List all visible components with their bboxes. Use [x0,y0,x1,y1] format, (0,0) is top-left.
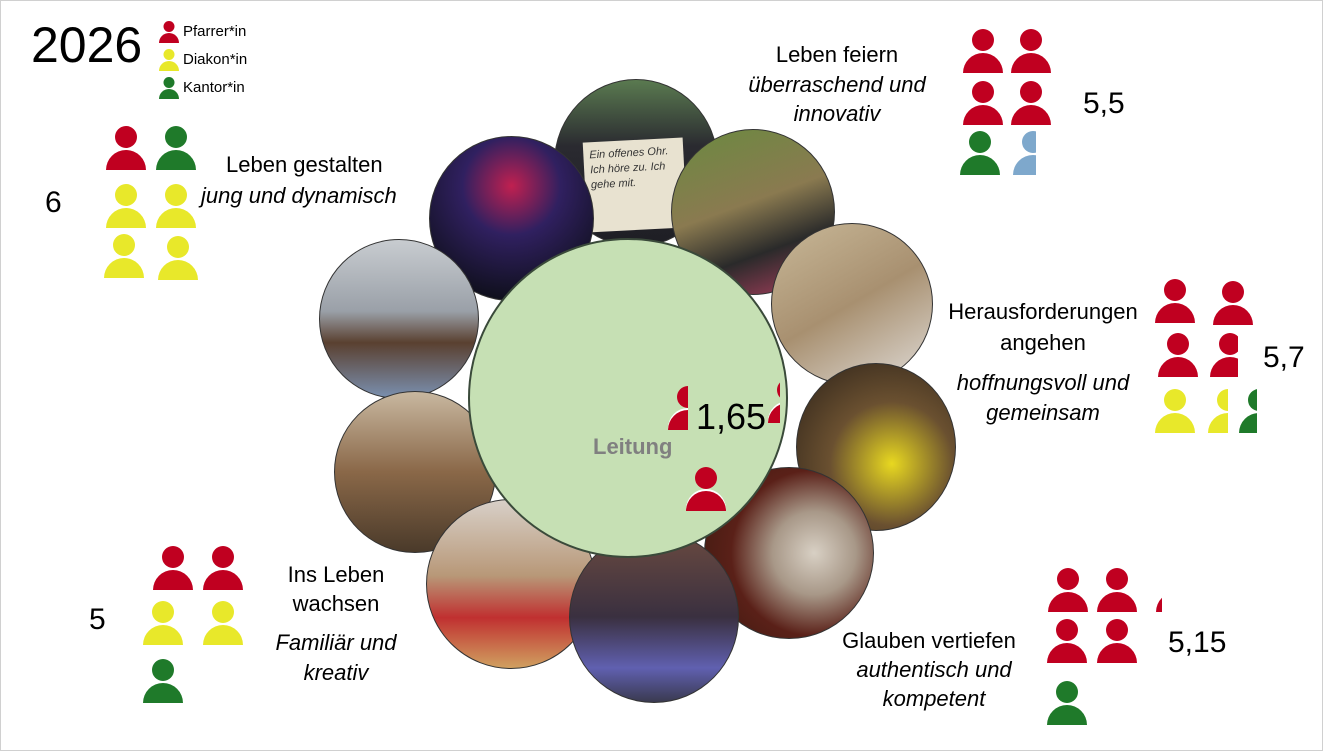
person-icon-partial [766,379,780,423]
person-icon-partial [1011,131,1036,175]
photo-home [319,239,479,399]
person-icon-partial [1237,389,1257,433]
person-icon-partial [1208,333,1238,377]
person-icon [154,126,198,170]
photo-bed [771,223,933,385]
person-icon [684,467,728,511]
year-title: 2026 [31,17,143,73]
legend-kantor-label: Kantor*in [183,79,245,96]
legend-pfarrer-label: Pfarrer*in [183,23,247,40]
person-icon [961,29,1005,73]
glauben-value: 5,15 [1168,626,1227,659]
person-icon [104,126,148,170]
person-icon-partial [1206,389,1228,433]
person-icon [1009,29,1053,73]
feiern-title: Leben feiern [775,42,899,67]
person-icon [201,601,245,645]
person-icon [961,81,1005,125]
legend-pfarrer-icon [158,21,180,43]
glauben-title: Glauben vertiefen [842,628,1016,653]
center-value: 1,65 [696,396,767,437]
gestalten-value: 6 [45,186,62,219]
person-icon [154,184,198,228]
person-icon [151,546,195,590]
herausforderungen-title-2: angehen [1000,330,1086,355]
person-icon [156,236,200,280]
person-icon [1095,568,1139,612]
feiern-subtitle-2: innovativ [793,101,881,126]
person-icon [958,131,1002,175]
gestalten-title: Leben gestalten [226,152,383,177]
herausforderungen-value: 5,7 [1263,341,1305,374]
legend-diakon-icon [158,49,180,71]
person-icon [1211,281,1255,325]
person-icon [1156,333,1200,377]
center-circle-leitung [468,238,788,558]
glauben-subtitle-1: authentisch und [856,657,1012,682]
photo-church [569,531,739,703]
wachsen-title-2: wachsen [292,591,380,616]
gestalten-subtitle: jung und dynamisch [201,183,397,208]
person-icon [102,234,146,278]
person-icon [1045,619,1089,663]
wachsen-value: 5 [89,603,106,636]
center-label: Leitung [593,434,673,459]
feiern-value: 5,5 [1083,87,1125,120]
person-icon [201,546,245,590]
person-icon [1095,619,1139,663]
person-icon [141,659,185,703]
wachsen-subtitle-2: kreativ [303,660,369,685]
person-icon [1045,681,1089,725]
person-icon-partial [666,386,688,430]
person-icon [104,184,148,228]
person-icon [141,601,185,645]
person-icon [1046,568,1090,612]
glauben-subtitle-2: kompetent [882,686,986,711]
wachsen-title-1: Ins Leben [287,562,385,587]
feiern-subtitle-1: überraschend und [748,72,926,97]
herausforderungen-title-1: Herausforderungen [948,299,1138,324]
herausforderungen-subtitle-1: hoffnungsvoll und [956,370,1130,395]
person-icon [1009,81,1053,125]
herausforderungen-subtitle-2: gemeinsam [986,400,1100,425]
legend-kantor-icon [158,77,180,99]
person-icon-partial [1154,568,1162,612]
legend-diakon-label: Diakon*in [183,51,248,68]
person-icon [1153,279,1197,323]
person-icon [1153,389,1197,433]
wachsen-subtitle-1: Familiär und [275,630,397,655]
